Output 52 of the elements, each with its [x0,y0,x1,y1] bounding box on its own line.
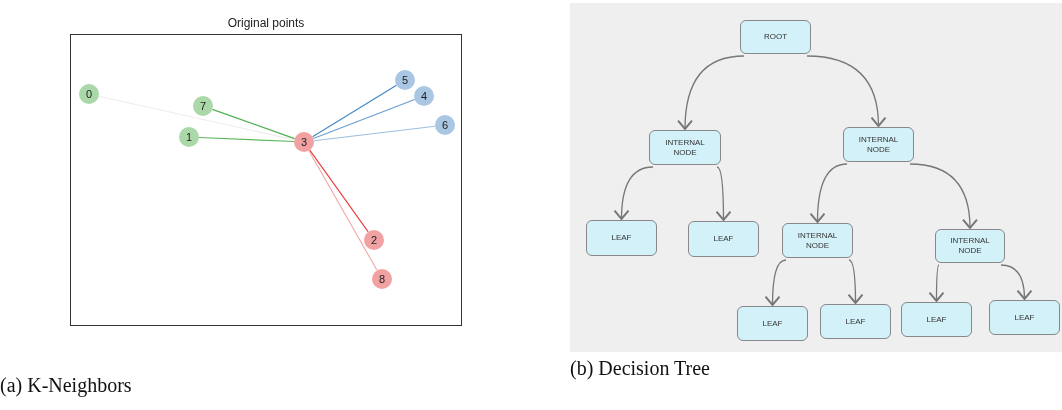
subfigure-caption: (b) Decision Tree [570,357,710,380]
neighbor-line [309,149,369,233]
tree-node-box [649,130,721,165]
node-label: LEAF [845,316,866,327]
neighbor-line [313,125,436,142]
arrow [677,55,745,130]
data-point: 0 [79,84,99,104]
tree-node-box [586,220,657,256]
node-label: LEAF [611,233,632,243]
data-point: 2 [364,230,384,250]
neighbor-line [98,95,295,141]
subfigure-caption: (a) K-Neighbors [0,374,132,397]
tree-node-box [820,304,891,339]
arrow [909,163,978,229]
tree-node-box [688,221,759,257]
arrow [928,264,945,302]
node-label: INTERNAL NODE [949,236,991,256]
data-point: 5 [395,70,415,90]
neighbor-line [211,108,296,140]
tree-node-box [737,306,808,341]
data-point: 7 [193,96,213,116]
data-point: 3 [294,132,314,152]
neighbor-line [312,99,416,139]
node-label: LEAF [762,318,783,329]
tree-node-box [935,229,1005,263]
tree-node-box [989,300,1060,335]
data-point: 1 [179,127,199,147]
node-label: ROOT [763,32,788,42]
tree-node-box [740,20,811,54]
neighbor-line [198,136,295,143]
tree-node-box [901,302,972,337]
data-point: 4 [414,86,434,106]
arrow [806,55,887,127]
node-label: LEAF [1014,312,1035,323]
data-point: 6 [435,115,455,135]
arrow [764,259,787,306]
node-label: INTERNAL NODE [664,137,706,158]
arrow [1000,264,1033,300]
node-label: LEAF [926,314,947,325]
plot-title: Original points [226,16,306,30]
arrow [809,163,848,223]
node-label: LEAF [713,234,734,244]
tree-node-box [843,127,914,162]
node-label: INTERNAL NODE [796,230,839,251]
tree-node-box [782,223,853,258]
arrow [847,259,864,304]
arrow [613,166,654,220]
neighbor-line [311,84,398,138]
node-label: INTERNAL NODE [857,134,900,155]
data-point: 8 [372,269,392,289]
neighbor-line [308,150,378,271]
arrow [715,166,732,221]
